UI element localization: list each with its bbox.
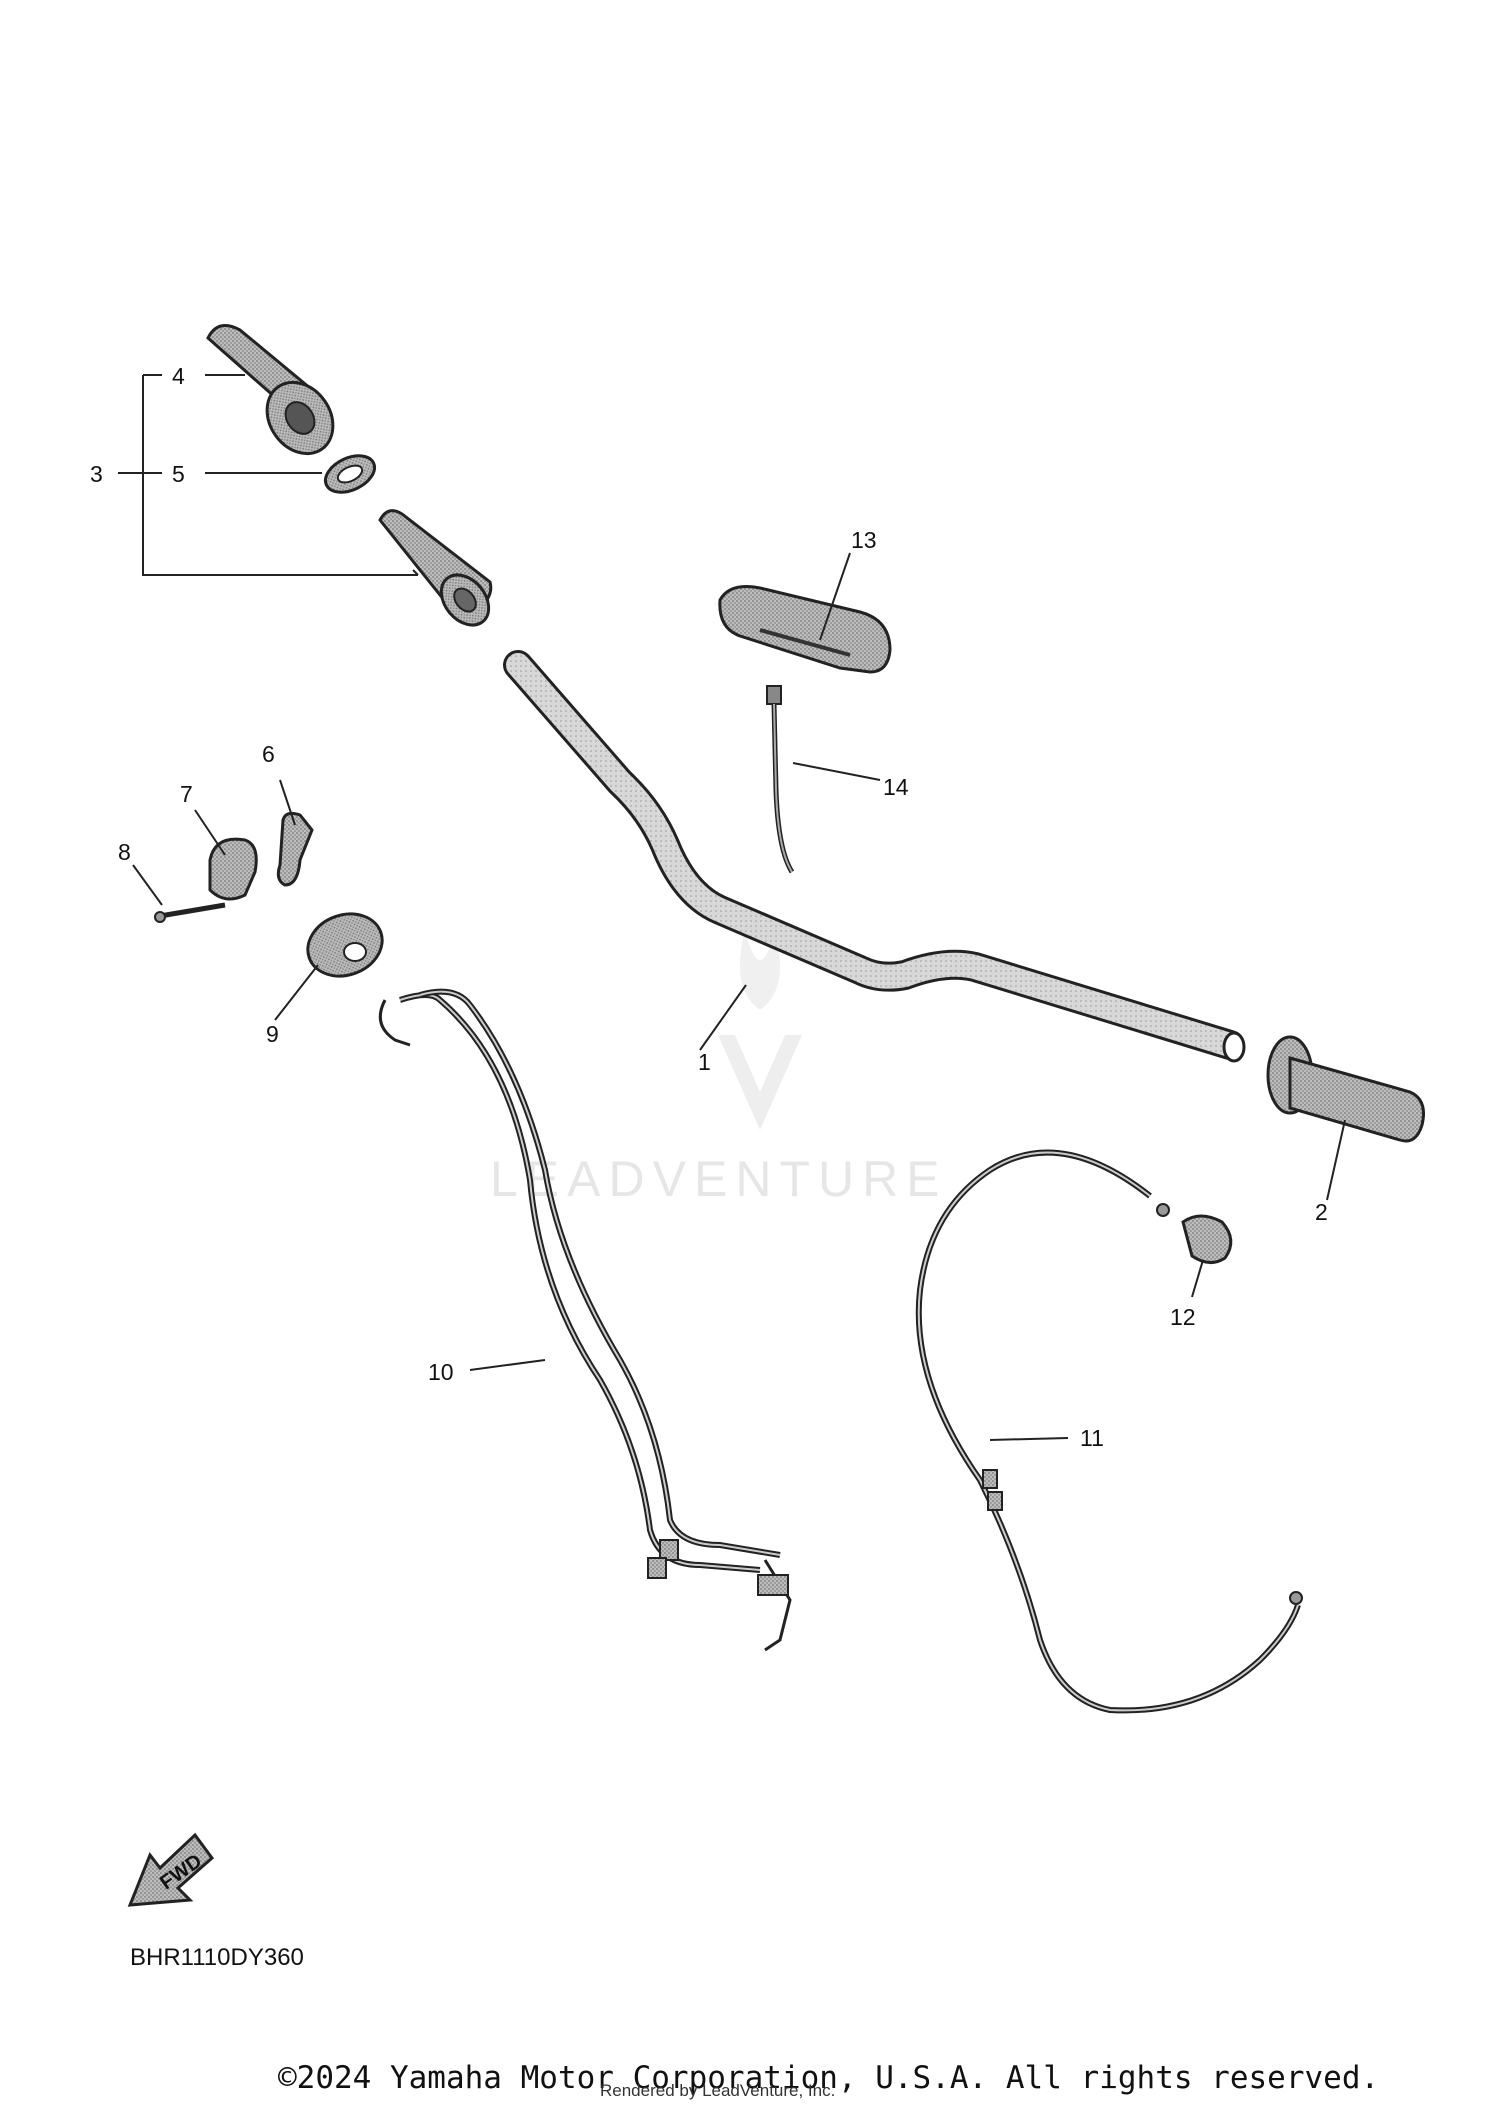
forward-arrow-icon: FWD: [127, 1832, 215, 1907]
callout-labels: 4 3 5 13 14 6 7 8 9 1 2 12 10 11: [90, 363, 1328, 1451]
part-crossbar-pad: [718, 585, 892, 674]
copyright-notice: ©2024 Yamaha Motor Corporation, U.S.A. A…: [278, 2060, 1380, 2096]
callout-3: 3: [90, 461, 103, 487]
part-grip-left: [206, 324, 335, 456]
part-throttle-housing: [306, 912, 384, 978]
callout-4: 4: [172, 363, 185, 389]
leadventure-watermark: LEADVENTURE: [490, 930, 948, 1207]
part-cable-tie: [766, 685, 795, 874]
callout-5: 5: [172, 461, 185, 487]
part-throttle-tube: [378, 509, 493, 627]
part-clamp: [276, 811, 314, 887]
callout-13: 13: [851, 527, 877, 553]
part-throttle-cables: [378, 988, 792, 1652]
callout-1: 1: [698, 1049, 711, 1075]
callout-7: 7: [180, 781, 193, 807]
part-holder: [208, 837, 258, 901]
rendered-by: Rendered by LeadVenture, Inc.: [600, 2081, 836, 2100]
part-grip-right: [1266, 1035, 1425, 1143]
part-screw: [154, 902, 226, 923]
callout-12: 12: [1170, 1304, 1196, 1330]
part-adjuster: [1181, 1214, 1233, 1264]
callout-10: 10: [428, 1359, 454, 1385]
part-washer: [323, 454, 377, 494]
callout-14: 14: [883, 774, 909, 800]
callout-9: 9: [266, 1021, 279, 1047]
leader-lines: [118, 374, 1346, 1441]
callout-2: 2: [1315, 1199, 1328, 1225]
callout-8: 8: [118, 839, 131, 865]
diagram-code: BHR1110DY360: [130, 1944, 304, 1971]
part-handlebar: [503, 650, 1246, 1063]
watermark-text: LEADVENTURE: [490, 1151, 948, 1207]
part-clutch-cable: [915, 1149, 1303, 1714]
callout-6: 6: [262, 741, 275, 767]
callout-11: 11: [1080, 1425, 1104, 1451]
